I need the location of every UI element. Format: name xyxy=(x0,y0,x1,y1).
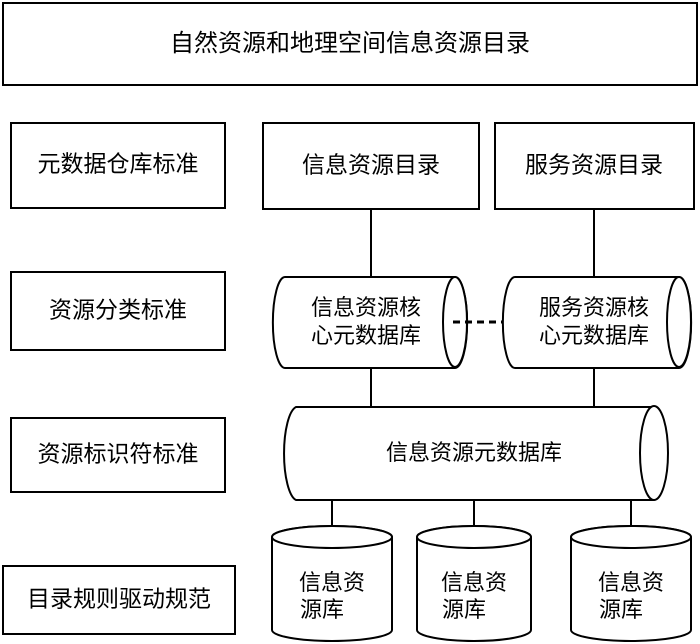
service-core-db-cylinder xyxy=(501,276,693,369)
info-catalog-label: 信息资源目录 xyxy=(302,153,440,179)
info-catalog-box xyxy=(262,122,480,210)
standard-label-classification: 资源分类标准 xyxy=(49,298,187,324)
repo-1-label-line2: 源库 xyxy=(300,598,344,623)
repo-cylinder-3 xyxy=(570,525,692,642)
info-core-db-label-line2: 心元数据库 xyxy=(311,324,421,349)
service-catalog-label: 服务资源目录 xyxy=(525,153,663,179)
title-box xyxy=(2,2,698,86)
repo-cylinder-1 xyxy=(271,525,393,642)
standard-box-metadata-warehouse xyxy=(10,122,226,209)
repo-cylinder-2 xyxy=(416,525,532,642)
standard-box-catalog-rules xyxy=(2,565,236,635)
standard-box-classification xyxy=(10,271,226,351)
diagram-title: 自然资源和地理空间信息资源目录 xyxy=(170,29,530,57)
standard-label-catalog-rules: 目录规则驱动规范 xyxy=(27,587,211,613)
standard-box-identifier xyxy=(10,417,226,493)
standard-label-identifier: 资源标识符标准 xyxy=(38,442,199,468)
repo-2-label-line1: 信息资 xyxy=(441,571,507,596)
repo-2-label-line2: 源库 xyxy=(442,598,486,623)
repo-3-label-line2: 源库 xyxy=(599,598,643,623)
repo-1-label-line1: 信息资 xyxy=(299,571,365,596)
service-core-db-label-line1: 服务资源核 xyxy=(539,296,649,321)
metadata-db-label: 信息资源元数据库 xyxy=(386,441,562,466)
info-core-db-cylinder xyxy=(271,276,469,369)
standard-label-metadata-warehouse: 元数据仓库标准 xyxy=(38,152,199,178)
repo-3-label-line1: 信息资 xyxy=(598,571,664,596)
metadata-db-cylinder xyxy=(283,405,669,501)
info-core-db-label-line1: 信息资源核 xyxy=(311,296,421,321)
service-core-db-label-line2: 心元数据库 xyxy=(539,324,649,349)
